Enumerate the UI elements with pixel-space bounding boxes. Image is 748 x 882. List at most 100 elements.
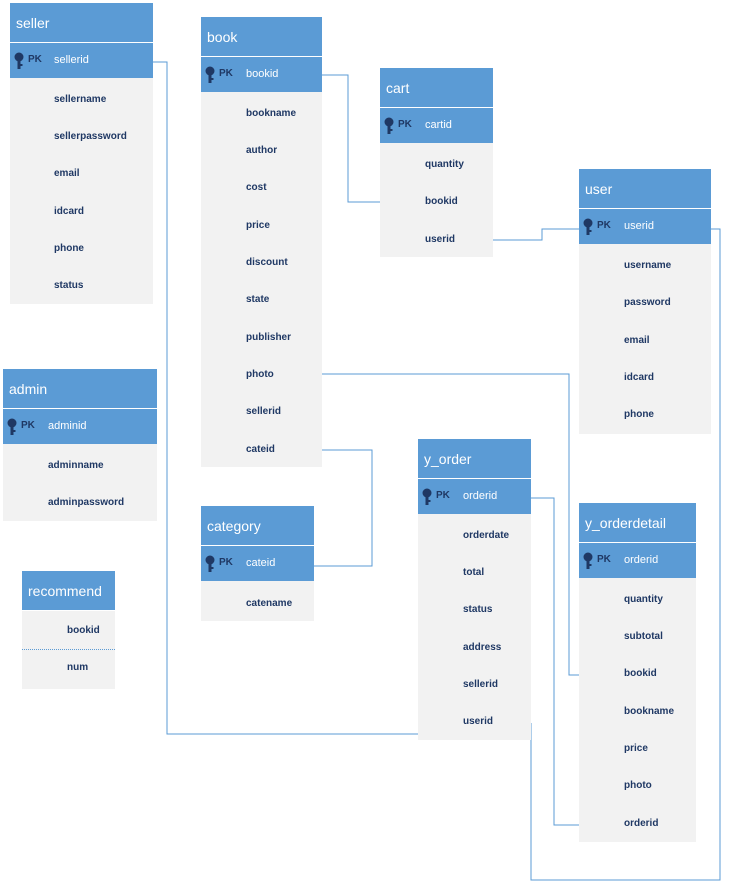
field-bookid: bookid <box>425 196 458 207</box>
field-userid: userid <box>425 234 456 245</box>
connector-book-category <box>314 449 373 567</box>
pk-label: PK <box>219 68 233 79</box>
key-icon <box>422 488 432 505</box>
field-sellerid: sellerid <box>463 679 499 690</box>
entity-title: user <box>579 169 711 209</box>
field-userid: userid <box>463 716 494 727</box>
pk-label: PK <box>28 54 42 65</box>
key-icon <box>205 555 215 572</box>
field-adminpassword: adminpassword <box>48 497 125 508</box>
primary-key-row: PK adminid <box>3 409 157 444</box>
field-username: username <box>624 260 672 271</box>
connector-yorder-orderdetail <box>531 497 597 826</box>
field-orderid: orderid <box>624 818 659 829</box>
entity-seller[interactable]: seller PK sellerid sellername sellerpass… <box>10 3 153 304</box>
field-password: password <box>624 297 671 308</box>
field-bookid: bookid <box>624 668 657 679</box>
field-idcard: idcard <box>54 206 85 217</box>
field-idcard: idcard <box>624 372 655 383</box>
key-icon <box>583 552 593 569</box>
primary-key-row: PK bookid <box>201 57 322 92</box>
field-num: num <box>67 662 89 673</box>
entity-title: book <box>201 17 322 57</box>
divider <box>22 649 115 650</box>
entity-title: category <box>201 506 314 546</box>
field-author: author <box>246 145 278 156</box>
primary-key-row: PK orderid <box>579 543 696 578</box>
pk-field: orderid <box>624 554 659 566</box>
field-discount: discount <box>246 257 288 268</box>
field-status: status <box>54 280 84 291</box>
field-total: total <box>463 567 485 578</box>
field-adminname: adminname <box>48 460 104 471</box>
pk-label: PK <box>436 490 450 501</box>
pk-field: cateid <box>246 557 276 569</box>
key-icon <box>14 52 24 69</box>
connector-user-yorder <box>530 228 721 881</box>
entity-y-order[interactable]: y_order PK orderid orderdate total statu… <box>418 439 531 740</box>
entity-cart[interactable]: cart PK cartid quantity bookid userid <box>380 68 493 257</box>
entity-book[interactable]: book PK bookid bookname author cost pric… <box>201 17 322 467</box>
primary-key-row: PK cartid <box>380 108 493 143</box>
pk-label: PK <box>398 119 412 130</box>
entity-title: y_orderdetail <box>579 503 696 543</box>
field-quantity: quantity <box>425 159 464 170</box>
field-publisher: publisher <box>246 332 292 343</box>
pk-field: orderid <box>463 490 498 502</box>
field-bookname: bookname <box>624 706 675 717</box>
entity-user[interactable]: user PK userid username password email i… <box>579 169 711 434</box>
field-orderdate: orderdate <box>463 530 510 541</box>
field-state: state <box>246 294 270 305</box>
field-phone: phone <box>624 409 654 420</box>
key-icon <box>583 218 593 235</box>
pk-label: PK <box>21 420 35 431</box>
field-sellerid: sellerid <box>246 406 282 417</box>
field-catename: catename <box>246 598 293 609</box>
entity-title: seller <box>10 3 153 43</box>
field-sellerpassword: sellerpassword <box>54 131 127 142</box>
primary-key-row: PK cateid <box>201 546 314 581</box>
field-sellername: sellername <box>54 94 107 105</box>
pk-field: cartid <box>425 119 452 131</box>
entity-title: recommend <box>22 571 115 611</box>
entity-recommend[interactable]: recommend bookid num <box>22 571 115 689</box>
field-quantity: quantity <box>624 594 663 605</box>
key-icon <box>7 418 17 435</box>
primary-key-row: PK userid <box>579 209 711 244</box>
field-price: price <box>246 220 270 231</box>
field-subtotal: subtotal <box>624 631 663 642</box>
field-address: address <box>463 642 502 653</box>
key-icon <box>205 66 215 83</box>
connector-book-orderdetail <box>322 373 579 676</box>
key-icon <box>384 117 394 134</box>
connector-cart-user <box>493 228 579 241</box>
field-price: price <box>624 743 648 754</box>
field-bookname: bookname <box>246 108 297 119</box>
entity-title: cart <box>380 68 493 108</box>
field-photo: photo <box>624 780 652 791</box>
pk-field: userid <box>624 220 654 232</box>
entity-category[interactable]: category PK cateid catename <box>201 506 314 621</box>
pk-field: adminid <box>48 420 87 432</box>
primary-key-row: PK sellerid <box>10 43 153 78</box>
field-photo: photo <box>246 369 274 380</box>
pk-label: PK <box>597 220 611 231</box>
entity-y-orderdetail[interactable]: y_orderdetail PK orderid quantity subtot… <box>579 503 696 842</box>
field-bookid: bookid <box>67 625 100 636</box>
entity-title: admin <box>3 369 157 409</box>
connector-seller-yorder <box>153 61 418 735</box>
field-cateid: cateid <box>246 444 275 455</box>
pk-field: sellerid <box>54 54 89 66</box>
field-email: email <box>624 335 650 346</box>
field-status: status <box>463 604 493 615</box>
entity-admin[interactable]: admin PK adminid adminname adminpassword <box>3 369 157 521</box>
connector-book-cart <box>322 74 380 203</box>
primary-key-row: PK orderid <box>418 479 531 514</box>
pk-label: PK <box>219 557 233 568</box>
field-phone: phone <box>54 243 84 254</box>
entity-title: y_order <box>418 439 531 479</box>
field-email: email <box>54 168 80 179</box>
pk-label: PK <box>597 554 611 565</box>
